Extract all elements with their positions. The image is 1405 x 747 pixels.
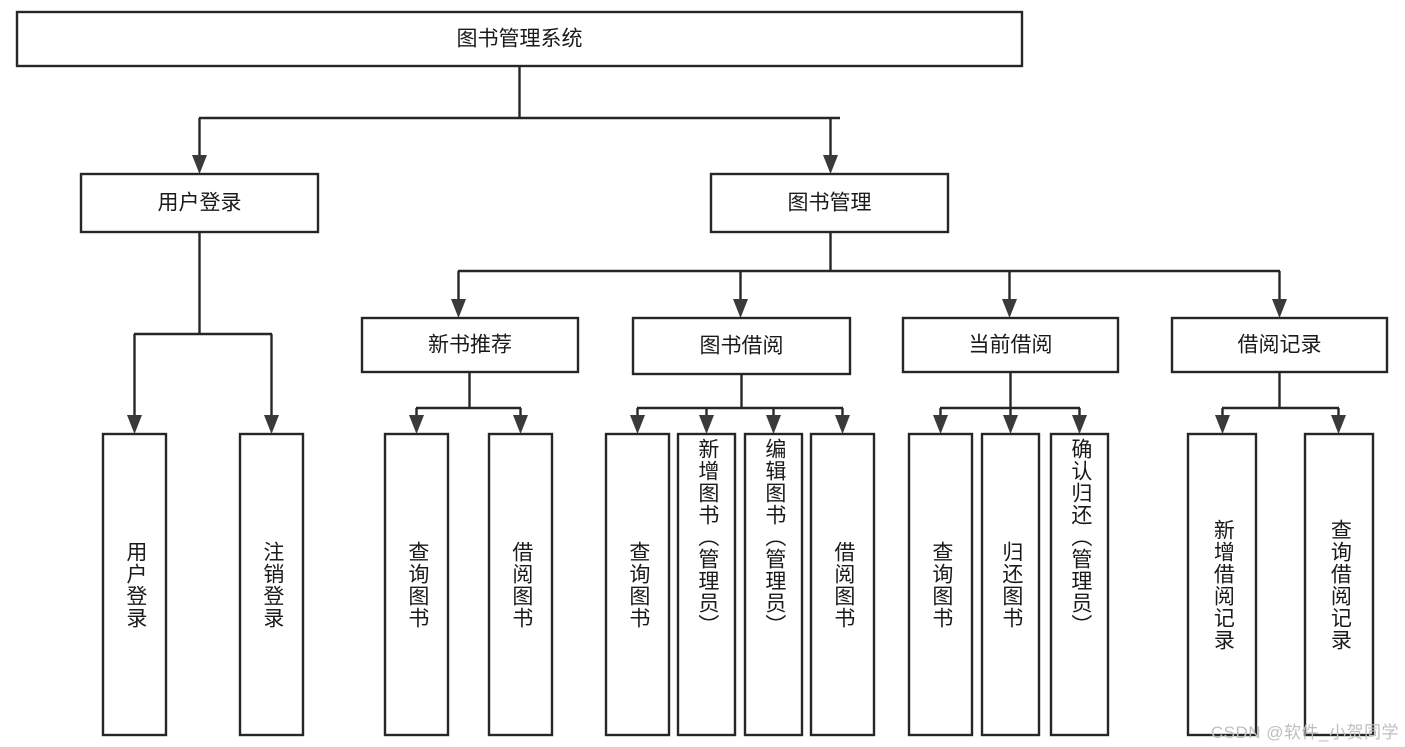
node-box-leaf-10[interactable] <box>980 432 1041 737</box>
arrow-head-newbook <box>451 299 466 318</box>
node-label-bookmgmt: 图书管理 <box>788 192 872 215</box>
arrow-head-leaf12 <box>1215 415 1230 434</box>
node-box-leaf-13[interactable] <box>1303 432 1375 737</box>
node-label-newbook: 新书推荐 <box>428 334 512 357</box>
node-box-leaf-9[interactable] <box>907 432 974 737</box>
arrow-head-leaf8 <box>835 415 850 434</box>
arrow-head-records <box>1272 299 1287 318</box>
arrow-head-leaf9 <box>933 415 948 434</box>
arrow-head-current <box>1002 299 1017 318</box>
arrow-head-leaf2 <box>264 415 279 434</box>
arrow-head-leaf10 <box>1003 415 1018 434</box>
node-box-leaf-6[interactable] <box>676 432 737 737</box>
node-box-leaf-3[interactable] <box>383 432 450 737</box>
arrow-head-login <box>192 155 207 174</box>
node-box-leaf-2[interactable] <box>238 432 305 737</box>
node-label-borrow: 图书借阅 <box>700 335 784 358</box>
node-label-records: 借阅记录 <box>1238 334 1322 357</box>
arrow-head-leaf4 <box>513 415 528 434</box>
node-box-leaf-5[interactable] <box>604 432 671 737</box>
node-box-login[interactable] <box>79 172 320 234</box>
node-box-root[interactable] <box>15 10 1024 68</box>
arrow-head-borrow <box>733 299 748 318</box>
arrow-head-leaf6 <box>699 415 714 434</box>
node-box-borrow[interactable] <box>631 316 852 376</box>
node-box-leaf-4[interactable] <box>487 432 554 737</box>
node-box-leaf-8[interactable] <box>809 432 876 737</box>
arrow-head-leaf13 <box>1331 415 1346 434</box>
node-box-leaf-7[interactable] <box>743 432 804 737</box>
node-box-leaf-12[interactable] <box>1186 432 1258 737</box>
arrow-head-leaf7 <box>766 415 781 434</box>
nodes-group: 图书管理系统 用户登录 图书管理 新书推荐 图书借阅 当前借阅 借阅记录 <box>15 10 1389 737</box>
arrow-head-leaf1 <box>127 415 142 434</box>
watermark-text: CSDN @软件_小贺同学 <box>1210 723 1399 742</box>
node-label-root: 图书管理系统 <box>457 28 583 51</box>
node-box-leaf-1[interactable] <box>101 432 168 737</box>
node-box-bookmgmt[interactable] <box>709 172 950 234</box>
arrow-head-leaf11 <box>1072 415 1087 434</box>
arrow-head-leaf3 <box>409 415 424 434</box>
node-label-login: 用户登录 <box>158 192 242 215</box>
arrow-head-bookmgmt <box>823 155 838 174</box>
node-box-records[interactable] <box>1170 316 1389 374</box>
node-label-current: 当前借阅 <box>969 334 1053 357</box>
node-box-current[interactable] <box>901 316 1120 374</box>
node-box-leaf-11[interactable] <box>1049 432 1110 737</box>
arrow-head-leaf5 <box>630 415 645 434</box>
connectors-group <box>127 66 1346 434</box>
node-box-newbook[interactable] <box>360 316 580 374</box>
